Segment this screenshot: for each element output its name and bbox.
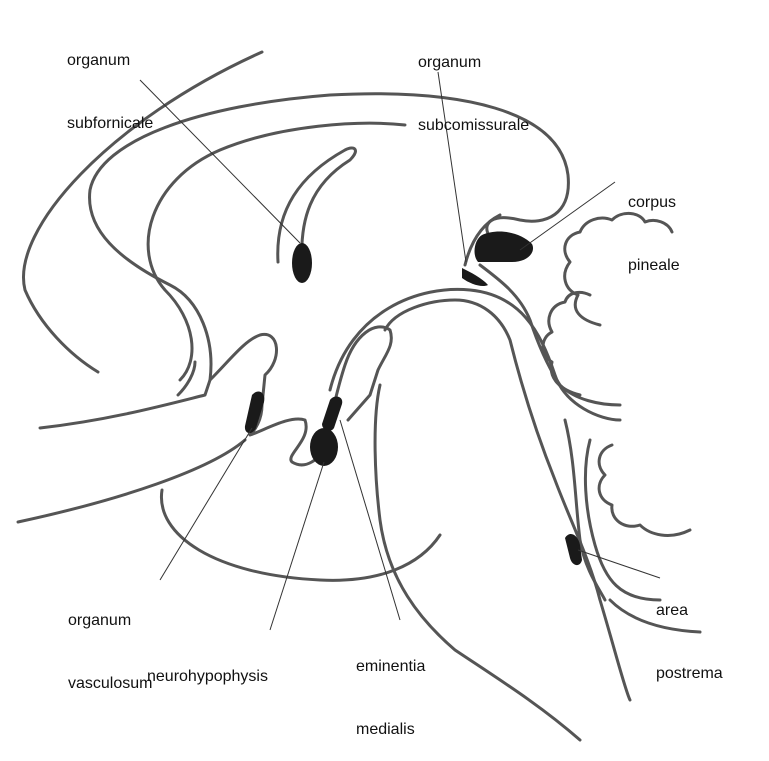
label-line: subfornicale [67, 113, 153, 134]
label-neurohypophysis: neurohypophysis [147, 624, 268, 708]
leader-subfornicale [140, 80, 300, 243]
aqueduct-outline [480, 265, 620, 405]
label-organum-subcomissurale: organum subcomissurale [418, 10, 529, 157]
label-organum-subfornicale: organum subfornicale [67, 8, 153, 155]
eminentia-medialis-organ [322, 397, 342, 431]
leader-neurohypophysis [270, 462, 324, 630]
label-line: subcomissurale [418, 115, 529, 136]
fourth-ventricle-outline [565, 420, 605, 600]
label-area-postrema: area postrema [656, 558, 723, 705]
fourth-ventricle-inner-outline [585, 440, 660, 600]
label-line: eminentia [356, 656, 425, 677]
label-line: corpus [628, 192, 680, 213]
leader-eminentia [340, 420, 400, 620]
leader-vasculosum [160, 428, 252, 580]
organum-subfornicale-organ [292, 243, 312, 283]
label-line: postrema [656, 663, 723, 684]
label-line: medialis [356, 719, 425, 740]
label-eminentia-medialis: eminentia medialis [356, 614, 425, 761]
cerebellum-lower-outline [599, 445, 690, 535]
septum-outline [278, 148, 356, 262]
label-line: area [656, 600, 723, 621]
organum-subcomissurale-organ [462, 268, 488, 286]
label-line: organum [418, 52, 529, 73]
optic-chiasm-outline [18, 440, 245, 522]
label-line: organum [68, 610, 152, 631]
label-organum-vasculosum: organum vasculosum [68, 568, 152, 715]
label-line: neurohypophysis [147, 666, 268, 687]
neurohypophysis-organ [310, 428, 338, 466]
cerebellum-middle-outline [543, 292, 590, 395]
label-corpus-pineale: corpus pineale [628, 150, 680, 297]
label-line: vasculosum [68, 673, 152, 694]
label-line: organum [67, 50, 153, 71]
third-ventricle-outline [210, 327, 391, 465]
label-line: pineale [628, 255, 680, 276]
